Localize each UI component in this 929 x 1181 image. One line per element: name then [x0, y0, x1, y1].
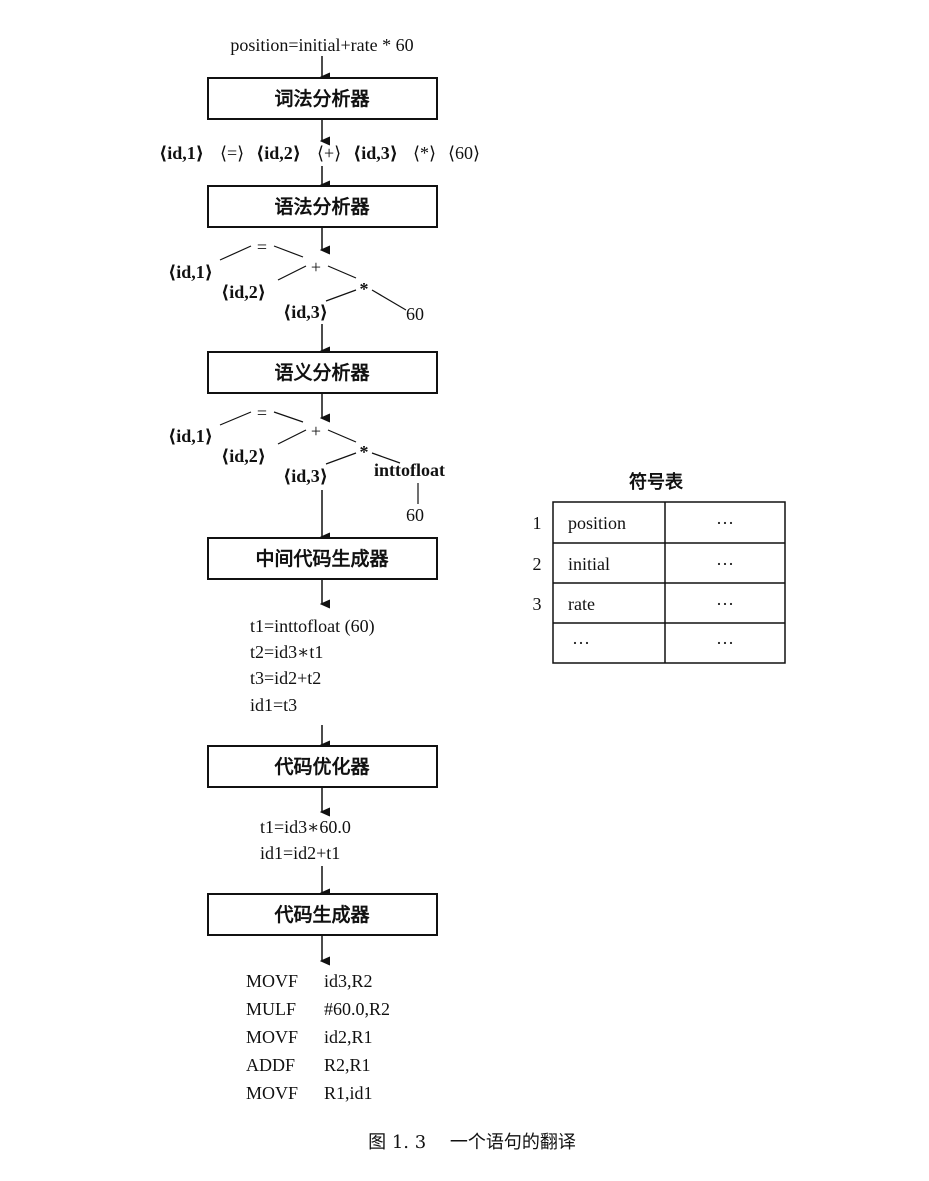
- intermediate-code: t1=inttofloat (60) t2=id3∗t1 t3=id2+t2 i…: [250, 616, 375, 715]
- parser-label: 语法分析器: [274, 195, 370, 218]
- optimizer-label: 代码优化器: [273, 755, 370, 778]
- target-code: MOVF id3,R2 MULF #60.0,R2 MOVF id2,R1 AD…: [246, 971, 390, 1103]
- syntax-edge-plus-id2: [277, 265, 307, 281]
- icg-box: [207, 537, 438, 580]
- token-assign: ⟨=⟩: [220, 143, 244, 163]
- semantic-edge-times-id3: [325, 452, 357, 465]
- syntax-edge-assign-id1: [219, 245, 252, 261]
- semantic-node-id1: ⟨id,1⟩: [168, 426, 213, 446]
- semantic-node-times: *: [360, 442, 369, 462]
- semantic-node-inttofloat: inttofloat: [374, 460, 445, 480]
- intermediate-line-3: t3=id2+t2: [250, 668, 321, 688]
- codegen-box: [207, 893, 438, 936]
- target-args-1: id3,R2: [324, 971, 373, 991]
- semantic-node-num: 60: [406, 505, 424, 525]
- symbol-row-attr-4: ···: [716, 633, 734, 653]
- semantic-tree: = + * ⟨id,1⟩ ⟨id,2⟩ ⟨id,3⟩ inttofloat 60: [168, 403, 445, 525]
- symbol-table: 符号表 1 position ··· 2 initial ··· 3 rate …: [533, 471, 786, 664]
- symbol-row-index-3: 3: [533, 594, 542, 614]
- target-op-5: MOVF: [246, 1083, 298, 1103]
- target-op-1: MOVF: [246, 971, 298, 991]
- semantic-edge-assign-id1: [219, 411, 252, 426]
- target-op-4: ADDF: [246, 1055, 295, 1075]
- semantic-edge-times-inttofloat: [371, 452, 401, 464]
- symbol-row-attr-1: ···: [716, 513, 734, 533]
- target-args-3: id2,R1: [324, 1027, 373, 1047]
- syntax-node-id1: ⟨id,1⟩: [168, 262, 213, 282]
- token-id3: ⟨id,3⟩: [353, 143, 398, 163]
- syntax-node-num: 60: [406, 304, 424, 324]
- target-args-4: R2,R1: [324, 1055, 371, 1075]
- symbol-row-name-3: rate: [568, 594, 595, 614]
- syntax-node-plus: +: [311, 257, 321, 277]
- semantic-edge-assign-plus: [273, 411, 304, 423]
- target-op-2: MULF: [246, 999, 296, 1019]
- semantic-node-id3: ⟨id,3⟩: [283, 466, 328, 486]
- syntax-edge-times-id3: [325, 289, 357, 302]
- syntax-tree: = + * ⟨id,1⟩ ⟨id,2⟩ ⟨id,3⟩ 60: [168, 237, 424, 324]
- optimizer-box: [207, 745, 438, 788]
- source-expression: position=initial+rate * 60: [230, 35, 413, 55]
- symbol-row-attr-2: ···: [716, 554, 734, 574]
- lexer-box: [207, 77, 438, 120]
- target-args-5: R1,id1: [324, 1083, 373, 1103]
- syntax-node-times: *: [360, 279, 369, 299]
- symbol-row-index-1: 1: [533, 513, 542, 533]
- symbol-row-index-2: 2: [533, 554, 542, 574]
- optimized-line-1: t1=id3∗60.0: [260, 817, 351, 837]
- symbol-row-name-2: initial: [568, 554, 610, 574]
- semantic-box: [207, 351, 438, 394]
- semantic-edge-plus-id2: [277, 429, 307, 445]
- syntax-node-id3: ⟨id,3⟩: [283, 302, 328, 322]
- symbol-row-attr-3: ···: [716, 594, 734, 614]
- target-op-3: MOVF: [246, 1027, 298, 1047]
- figure-caption: 图 1. 3 一个语句的翻译: [368, 1132, 576, 1153]
- token-id2: ⟨id,2⟩: [256, 143, 301, 163]
- codegen-label: 代码生成器: [273, 903, 370, 926]
- syntax-edge-assign-plus: [273, 245, 304, 258]
- intermediate-line-2: t2=id3∗t1: [250, 642, 323, 662]
- semantic-node-plus: +: [311, 421, 321, 441]
- symbol-row-name-1: position: [568, 513, 626, 533]
- token-stream: ⟨id,1⟩ ⟨=⟩ ⟨id,2⟩ ⟨+⟩ ⟨id,3⟩ ⟨*⟩ ⟨60⟩: [159, 143, 480, 163]
- token-num: ⟨60⟩: [448, 143, 480, 163]
- token-plus: ⟨+⟩: [317, 143, 341, 163]
- optimized-line-2: id1=id2+t1: [260, 843, 340, 863]
- syntax-edge-times-num: [371, 289, 407, 311]
- semantic-node-id2: ⟨id,2⟩: [221, 446, 266, 466]
- syntax-edge-plus-times: [327, 265, 357, 279]
- intermediate-line-1: t1=inttofloat (60): [250, 616, 375, 637]
- icg-label: 中间代码生成器: [255, 547, 389, 570]
- lexer-label: 词法分析器: [274, 87, 370, 110]
- syntax-node-assign: =: [257, 237, 267, 257]
- syntax-node-id2: ⟨id,2⟩: [221, 282, 266, 302]
- semantic-node-assign: =: [257, 403, 267, 423]
- semantic-edge-plus-times: [327, 429, 357, 443]
- optimized-code: t1=id3∗60.0 id1=id2+t1: [260, 817, 351, 863]
- semantic-label: 语义分析器: [274, 361, 370, 384]
- target-args-2: #60.0,R2: [324, 999, 390, 1019]
- token-id1: ⟨id,1⟩: [159, 143, 204, 163]
- parser-box: [207, 185, 438, 228]
- intermediate-line-4: id1=t3: [250, 695, 297, 715]
- symbol-row-name-4: ···: [572, 633, 590, 653]
- token-times: ⟨*⟩: [413, 143, 436, 163]
- symbol-table-title: 符号表: [629, 471, 684, 493]
